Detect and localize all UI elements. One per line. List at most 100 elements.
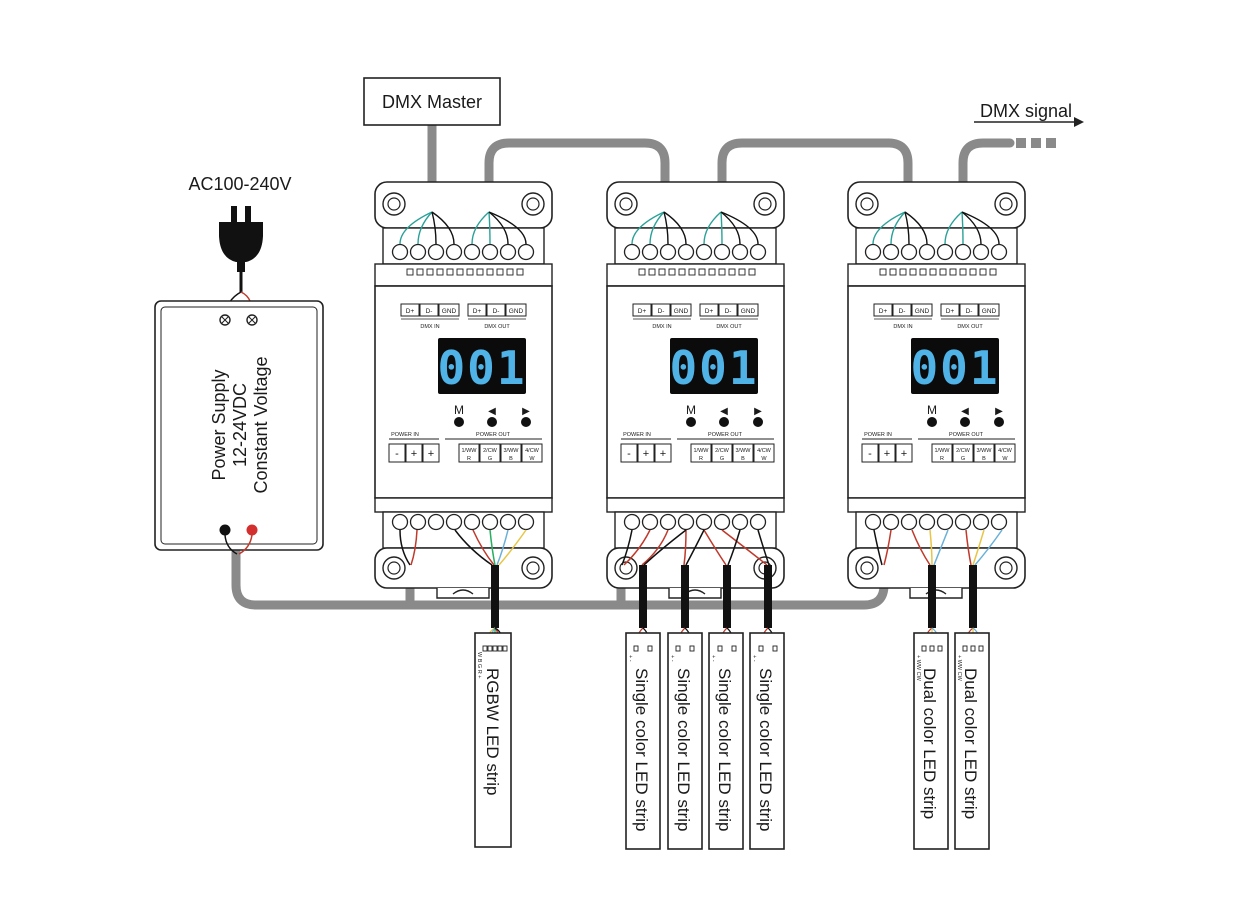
dmx-wire xyxy=(720,211,741,245)
decoder-text: R xyxy=(467,456,471,462)
dual-strip-label-1: Dual color LED strip xyxy=(920,668,939,819)
dmx-wire xyxy=(417,211,433,245)
vent-slot xyxy=(496,268,504,276)
dmx-wire xyxy=(890,211,906,245)
vent-slot xyxy=(436,268,444,276)
decoder-text: D+ xyxy=(406,308,415,315)
dmx-wire xyxy=(631,211,665,245)
dmx-wire xyxy=(649,211,665,245)
strip-solder-pad xyxy=(921,645,927,652)
dmx-wire xyxy=(471,211,490,245)
decoder-text: POWER OUT xyxy=(949,432,984,438)
decoder-text: ◀ xyxy=(488,406,496,417)
psu-line-3: Constant Voltage xyxy=(251,356,271,493)
decoder-text: DMX IN xyxy=(652,324,671,330)
dmx-wire xyxy=(431,211,437,245)
decoder-text: + xyxy=(411,448,417,460)
terminal-screw xyxy=(954,513,972,531)
decoder-text: - xyxy=(627,448,631,460)
vent-slot xyxy=(909,268,917,276)
decoder-text: D- xyxy=(899,308,906,315)
terminal-screw xyxy=(499,243,517,261)
decoder-text: M xyxy=(454,403,464,417)
single-pin-label-2: + - xyxy=(669,655,675,662)
terminal-screw xyxy=(695,513,713,531)
decoder-text: G xyxy=(720,456,724,462)
terminal-screw xyxy=(659,243,677,261)
dmx-wire xyxy=(431,211,455,245)
single-strip-2 xyxy=(667,632,703,850)
dmx-wire xyxy=(904,211,910,245)
decoder-text: 4/CW xyxy=(525,448,540,454)
decoder-text: 1/WW xyxy=(694,448,710,454)
vent-slot xyxy=(426,268,434,276)
decoder-text: D+ xyxy=(705,308,714,315)
dmx-wire xyxy=(904,211,928,245)
decoder-text: GND xyxy=(442,308,457,315)
rgbw-strip-label: RGBW LED strip xyxy=(483,668,502,796)
strip-solder-pad xyxy=(487,645,493,652)
decoder-text: W xyxy=(529,456,535,462)
strip-solder-pad xyxy=(647,645,653,652)
decoder-text: W xyxy=(1002,456,1008,462)
decoder-text: POWER OUT xyxy=(476,432,511,438)
single-strip-4 xyxy=(749,632,785,850)
decoder-text: R xyxy=(699,456,703,462)
strip-solder-pad xyxy=(689,645,695,652)
terminal-screw xyxy=(391,513,409,531)
vent-slot xyxy=(648,268,656,276)
terminal-screw xyxy=(391,243,409,261)
terminal-screw xyxy=(954,243,972,261)
strip-solder-pad xyxy=(758,645,764,652)
decoder-text: D+ xyxy=(638,308,647,315)
vent-slot xyxy=(406,268,414,276)
single-strip-label-2: Single color LED strip xyxy=(674,668,693,831)
decoder-text: POWER IN xyxy=(623,432,651,438)
single-pin-label-3: + - xyxy=(710,655,716,662)
dmx-signal-dashes xyxy=(1016,138,1056,148)
terminal-screw xyxy=(731,513,749,531)
dmx-wire xyxy=(961,211,982,245)
terminal-screw xyxy=(918,243,936,261)
decoder-text: DMX OUT xyxy=(957,324,983,330)
vent-slot xyxy=(889,268,897,276)
ac-input-label: AC100-240V xyxy=(188,174,291,194)
terminal-screw xyxy=(623,513,641,531)
dmx-wire xyxy=(488,211,491,245)
vent-slot xyxy=(929,268,937,276)
decoder-text: GND xyxy=(982,308,997,315)
dmx-wire xyxy=(961,211,964,245)
decoder-text: ◀ xyxy=(961,406,969,417)
decoder-text: 4/CW xyxy=(998,448,1013,454)
vent-slot xyxy=(969,268,977,276)
terminal-screw xyxy=(990,243,1008,261)
psu-line-2: 12-24VDC xyxy=(230,383,250,467)
vent-slot xyxy=(486,268,494,276)
terminal-screw xyxy=(900,243,918,261)
terminal-screw xyxy=(445,243,463,261)
decoder-text: - xyxy=(395,448,399,460)
strip-solder-pad xyxy=(502,645,508,652)
decoder-text: + xyxy=(901,448,907,460)
decoder-text: 1/WW xyxy=(935,448,951,454)
dmx-wire xyxy=(399,211,433,245)
decoder-text: ▶ xyxy=(995,406,1003,417)
terminal-screw xyxy=(641,513,659,531)
vent-slot xyxy=(506,268,514,276)
decoder-text: 4/CW xyxy=(757,448,772,454)
decoder-text: 1/WW xyxy=(462,448,478,454)
decoder-text: 2/CW xyxy=(956,448,971,454)
vent-slot xyxy=(698,268,706,276)
decoder-text: 3/WW xyxy=(504,448,520,454)
vent-slot xyxy=(979,268,987,276)
decoder-text: + xyxy=(428,448,434,460)
dual-strip-1 xyxy=(913,632,949,850)
terminal-screw xyxy=(409,513,427,531)
terminal-screw xyxy=(517,243,535,261)
dmx-wire xyxy=(663,211,669,245)
decoder-text: 2/CW xyxy=(715,448,730,454)
decoder-text: POWER IN xyxy=(391,432,419,438)
single-strip-label-4: Single color LED strip xyxy=(756,668,775,831)
power-supply xyxy=(154,300,324,555)
